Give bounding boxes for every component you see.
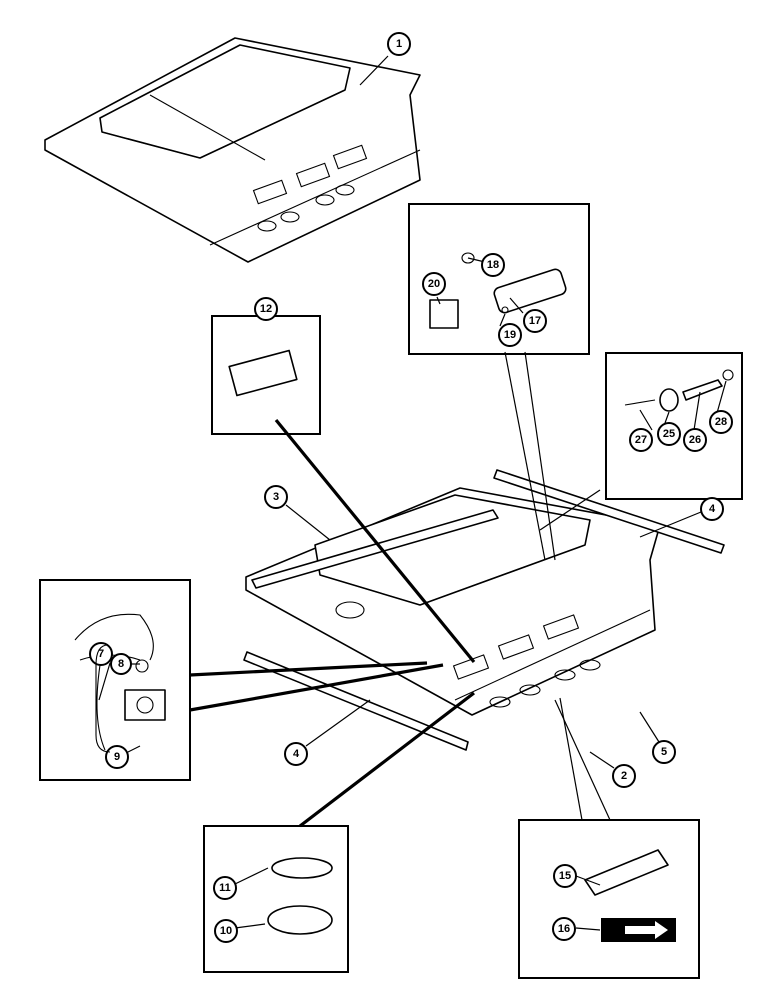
side-rails bbox=[243, 469, 725, 751]
svg-text:2: 2 bbox=[621, 770, 627, 782]
roof-assembly-top bbox=[44, 37, 421, 263]
svg-text:9: 9 bbox=[114, 751, 120, 763]
svg-text:5: 5 bbox=[661, 746, 667, 758]
leader-lines bbox=[98, 55, 727, 931]
callout-4-front: 4 bbox=[284, 742, 308, 766]
svg-text:26: 26 bbox=[689, 434, 701, 446]
svg-text:19: 19 bbox=[504, 329, 516, 341]
callout-10: 10 bbox=[214, 919, 238, 943]
rail-4-front bbox=[243, 651, 469, 751]
svg-text:15: 15 bbox=[559, 870, 571, 882]
callout-4-rear: 4 bbox=[700, 497, 724, 521]
svg-text:20: 20 bbox=[428, 278, 440, 290]
callout-16: 16 bbox=[552, 917, 576, 941]
svg-text:8: 8 bbox=[118, 658, 124, 670]
svg-text:27: 27 bbox=[635, 434, 647, 446]
callout-3: 3 bbox=[264, 485, 288, 509]
callout-5: 5 bbox=[652, 740, 676, 764]
callout-2: 2 bbox=[612, 764, 636, 788]
svg-text:17: 17 bbox=[529, 315, 541, 327]
callout-12: 12 bbox=[254, 297, 278, 321]
callout-19: 19 bbox=[498, 323, 522, 347]
svg-text:7: 7 bbox=[98, 648, 104, 660]
svg-text:3: 3 bbox=[273, 491, 279, 503]
svg-text:4: 4 bbox=[293, 748, 300, 760]
svg-text:4: 4 bbox=[709, 503, 716, 515]
inset-15-16 bbox=[518, 819, 700, 979]
callout-18: 18 bbox=[481, 253, 505, 277]
svg-text:28: 28 bbox=[715, 416, 727, 428]
callout-1: 1 bbox=[387, 32, 411, 56]
rail-3 bbox=[251, 509, 499, 589]
inset-12 bbox=[211, 315, 321, 435]
svg-text:12: 12 bbox=[260, 303, 272, 315]
roof-assembly-main bbox=[245, 487, 661, 716]
svg-text:10: 10 bbox=[220, 925, 232, 937]
callout-26: 26 bbox=[683, 428, 707, 452]
callout-11: 11 bbox=[213, 876, 237, 900]
callout-9: 9 bbox=[105, 745, 129, 769]
rail-4-rear bbox=[493, 469, 725, 554]
callout-25: 25 bbox=[657, 422, 681, 446]
bracket-7 bbox=[95, 644, 111, 753]
callout-7: 7 bbox=[89, 642, 113, 666]
svg-text:16: 16 bbox=[558, 923, 570, 935]
svg-text:1: 1 bbox=[396, 38, 402, 50]
callout-17: 17 bbox=[523, 309, 547, 333]
svg-text:25: 25 bbox=[663, 428, 675, 440]
svg-text:11: 11 bbox=[219, 882, 231, 894]
callout-8: 8 bbox=[110, 653, 132, 675]
callout-20: 20 bbox=[422, 272, 446, 296]
callout-15: 15 bbox=[553, 864, 577, 888]
svg-text:18: 18 bbox=[487, 259, 499, 271]
callout-28: 28 bbox=[709, 410, 733, 434]
callout-27: 27 bbox=[629, 428, 653, 452]
